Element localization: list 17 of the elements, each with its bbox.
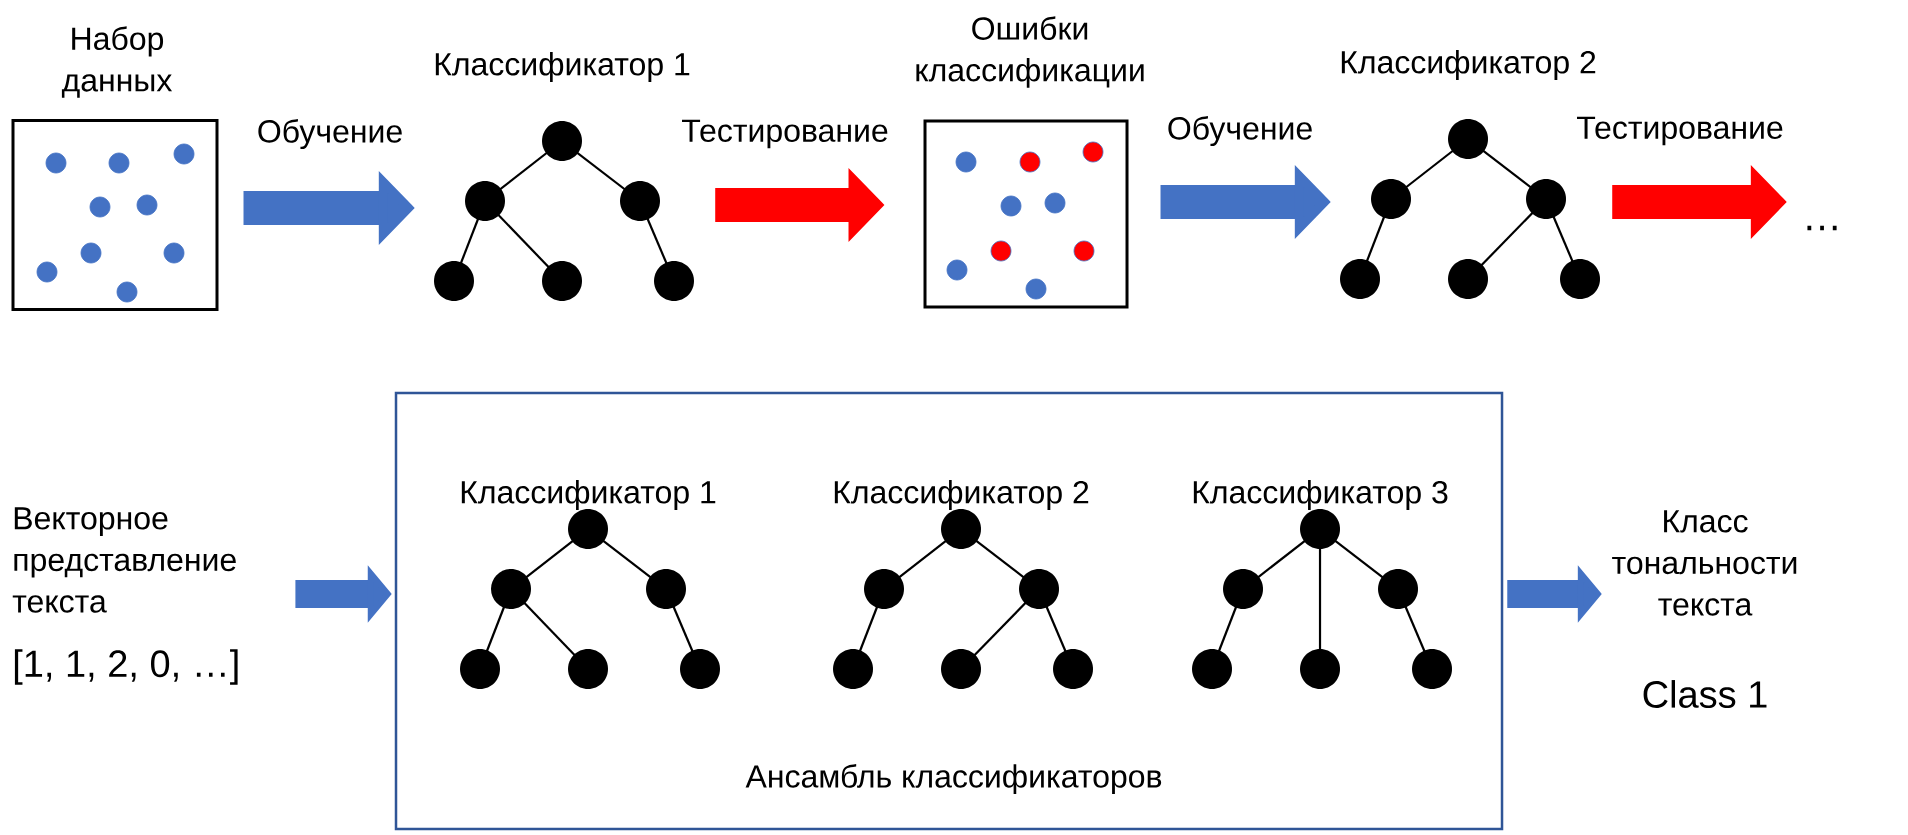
classifier-heading: Классификатор 2 — [834, 480, 1089, 510]
classifier-heading: Классификатор 2 — [1341, 50, 1596, 80]
vector-value: [1, 1, 2, 0, …] — [14, 649, 238, 685]
box-heading: Ошибки классификации — [916, 16, 1144, 88]
ensemble-caption: Ансамбль классификаторов — [745, 763, 1162, 795]
classifier-heading: Классификатор 1 — [461, 480, 716, 510]
classifier-heading: Классификатор 3 — [1193, 480, 1448, 510]
edge-label: Тестирование — [679, 117, 891, 151]
edge-label: Обучение — [1164, 113, 1316, 149]
ellipsis: … — [1807, 225, 1837, 231]
output-label: Класс тональности текста — [1612, 510, 1797, 616]
class-value: Class 1 — [1643, 680, 1767, 708]
input-label: Векторное представление текста — [12, 507, 236, 613]
box-heading: Набор данных — [61, 26, 173, 98]
edge-label: Тестирование — [1574, 114, 1786, 148]
classifier-heading: Классификатор 1 — [435, 52, 690, 82]
edge-label: Обучение — [254, 116, 406, 152]
